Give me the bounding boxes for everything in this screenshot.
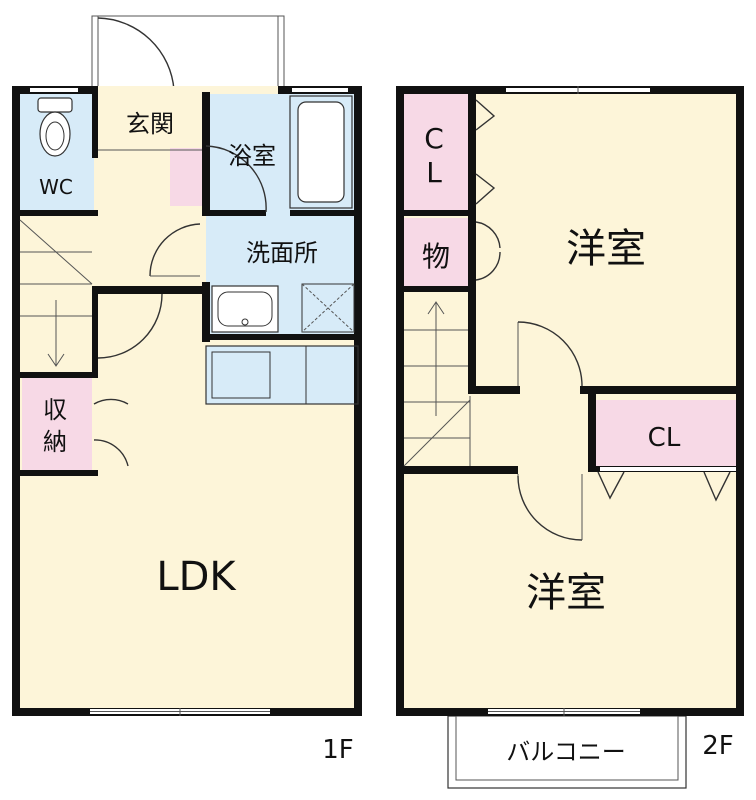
closet-lower-area <box>592 400 740 468</box>
wc-label: WC <box>39 175 73 199</box>
washing-machine-pan-icon <box>301 283 355 333</box>
floor-2-label: 2F <box>702 731 734 761</box>
toilet-icon <box>37 97 73 157</box>
storage-label-1: 収 <box>43 396 67 424</box>
ldk-label: LDK <box>156 554 237 600</box>
kitchen-counter-icon <box>205 345 359 405</box>
storeroom-area <box>402 218 472 286</box>
entrance-door <box>91 15 285 93</box>
bathtub-icon <box>289 95 353 209</box>
balcony-label: バルコニー <box>506 738 626 766</box>
stairs-2f <box>403 301 471 467</box>
washroom-label: 洗面所 <box>246 239 318 267</box>
stairs-arrow-icon <box>47 300 65 367</box>
entrance-mat <box>170 148 206 206</box>
floor-1-label: 1F <box>322 735 354 765</box>
floor-2: C L 物 洋室 CL 洋室 バルコニー 2F <box>396 86 744 789</box>
storage-area <box>22 378 92 470</box>
entrance-label: 玄関 <box>126 110 174 138</box>
closet-upper-label-c: C <box>424 122 444 155</box>
doors-1f <box>93 145 267 467</box>
doors-2f <box>517 321 583 541</box>
western-room-lower-label: 洋室 <box>526 570 606 616</box>
western-room-upper-label: 洋室 <box>566 226 646 272</box>
storage-label-2: 納 <box>43 428 67 456</box>
stairs-arrow-icon-2f <box>427 301 445 416</box>
folding-doors-2f <box>475 99 731 502</box>
closet-upper-area <box>402 92 472 212</box>
stairs-1f <box>19 219 93 367</box>
balcony-area <box>447 715 687 789</box>
storeroom-label: 物 <box>422 240 450 273</box>
closet-upper-label-l: L <box>426 156 442 189</box>
bath-label: 浴室 <box>228 142 276 170</box>
sink-icon <box>211 285 279 333</box>
closet-lower-label: CL <box>648 423 681 453</box>
floor-1: WC 玄関 浴室 洗面所 収 納 LDK 1F <box>12 15 362 765</box>
kitchen-area <box>206 346 358 404</box>
